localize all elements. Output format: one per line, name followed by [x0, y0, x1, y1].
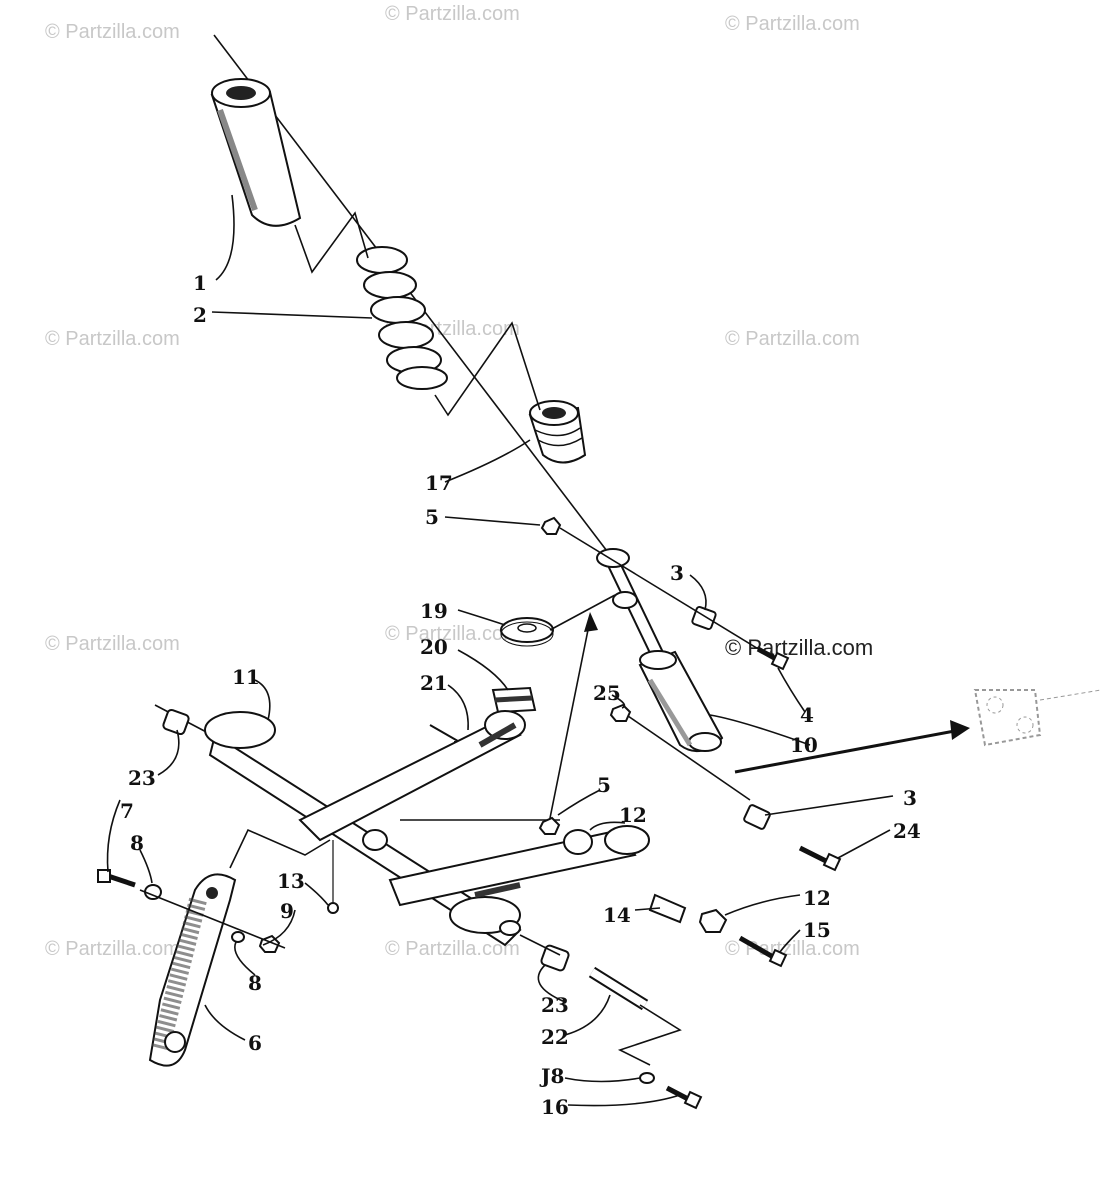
leader-line: [549, 594, 616, 631]
part-fitting-13: [327, 840, 339, 914]
callout-10: 10: [790, 733, 818, 757]
callout-18: J8: [539, 1064, 564, 1088]
callout-6: 6: [248, 1031, 262, 1055]
callout-9: 9: [280, 899, 294, 923]
watermark: © Partzilla.com: [45, 21, 180, 43]
watermark: © Partzilla.com: [725, 328, 860, 350]
part-nut-middle: [538, 816, 561, 835]
part-arm-6: [148, 873, 237, 1067]
callout-5: 5: [597, 773, 611, 797]
callout-3: 3: [903, 786, 917, 810]
callout-19: 19: [420, 599, 448, 623]
part-spring-seat: [528, 400, 587, 464]
callout-15: 15: [803, 918, 831, 942]
leader-lines: [106, 194, 894, 1107]
arrow-right-head: [950, 720, 970, 740]
part-bushing-23-lower: [540, 944, 570, 972]
part-washer-19: [500, 617, 554, 647]
arrow-up-head: [584, 612, 598, 632]
part-bushing-12-lower: [698, 908, 728, 933]
watermark-prominent: © Partzilla.com: [725, 635, 873, 660]
callout-22: 22: [541, 1025, 569, 1049]
watermark: © Partzilla.com: [725, 13, 860, 35]
part-a-arm: [154, 704, 650, 947]
callout-8: 8: [130, 831, 144, 855]
part-ghost-assembly: [973, 689, 1101, 747]
callout-25: 25: [593, 681, 621, 705]
assembly-axis-line: [213, 34, 611, 556]
watermark: © Partzilla.com: [45, 633, 180, 655]
part-spring: [356, 246, 448, 390]
part-bushing-bottom: [743, 804, 771, 830]
part-bushing-12-upper: [563, 829, 593, 855]
callout-21: 21: [420, 671, 448, 695]
callout-2: 2: [193, 303, 207, 327]
callout-7: 7: [120, 799, 134, 823]
leader-zigzag: [294, 211, 369, 274]
part-washer-8-lower: [231, 931, 245, 943]
arrow-up: [547, 619, 591, 829]
callout-8: 8: [248, 971, 262, 995]
leader-zigzag: [434, 321, 541, 417]
part-nut-top: [540, 516, 562, 535]
watermark: © Partzilla.com: [45, 328, 180, 350]
callout-14: 14: [603, 903, 631, 927]
callout-17: 17: [425, 471, 453, 495]
callout-13: 13: [277, 869, 305, 893]
watermark: © Partzilla.com: [725, 938, 860, 960]
part-bolt-15: [738, 935, 788, 968]
part-washer-18: [639, 1072, 655, 1084]
bolt-axis-line: [627, 715, 751, 801]
callout-24: 24: [893, 819, 921, 843]
watermark: © Partzilla.com: [45, 938, 180, 960]
callout-labels: 1 2 17 5 3 4 19 20 21 11 25 10 23 7 8 5 …: [120, 271, 921, 1119]
callout-16: 16: [541, 1095, 569, 1119]
watermark-layer: © Partzilla.com © Partzilla.com © Partzi…: [45, 3, 873, 960]
part-spacer-20: [491, 686, 537, 714]
part-sleeve-14: [648, 893, 687, 924]
part-bushing-23-upper: [162, 708, 190, 736]
callout-1: 1: [193, 271, 207, 295]
callout-12: 12: [619, 803, 647, 827]
callout-3: 3: [670, 561, 684, 585]
part-pin-22: [588, 966, 649, 1011]
part-bolt-7: [97, 869, 136, 888]
callout-23: 23: [128, 766, 156, 790]
leader-zigzag: [617, 1004, 682, 1066]
watermark: © Partzilla.com: [385, 938, 520, 960]
part-shock-absorber: [596, 548, 724, 753]
leader-zigzag: [229, 828, 331, 869]
watermark: © Partzilla.com: [385, 623, 520, 645]
callout-5: 5: [425, 505, 439, 529]
callout-20: 20: [420, 635, 448, 659]
callout-4: 4: [800, 703, 814, 727]
part-bolt-top: [756, 646, 790, 671]
axis-line: [139, 889, 286, 949]
watermark: © Partzilla.com: [385, 3, 520, 25]
part-boot: [210, 78, 302, 227]
part-bolt-16: [665, 1085, 703, 1110]
callout-23: 23: [541, 993, 569, 1017]
axis-line: [519, 934, 561, 956]
bolt-axis-line: [559, 527, 761, 651]
part-bolt-24: [798, 845, 842, 872]
callout-12: 12: [803, 886, 831, 910]
part-nut-25: [609, 703, 632, 722]
arrow-right: [734, 728, 961, 774]
callout-11: 11: [232, 665, 260, 689]
